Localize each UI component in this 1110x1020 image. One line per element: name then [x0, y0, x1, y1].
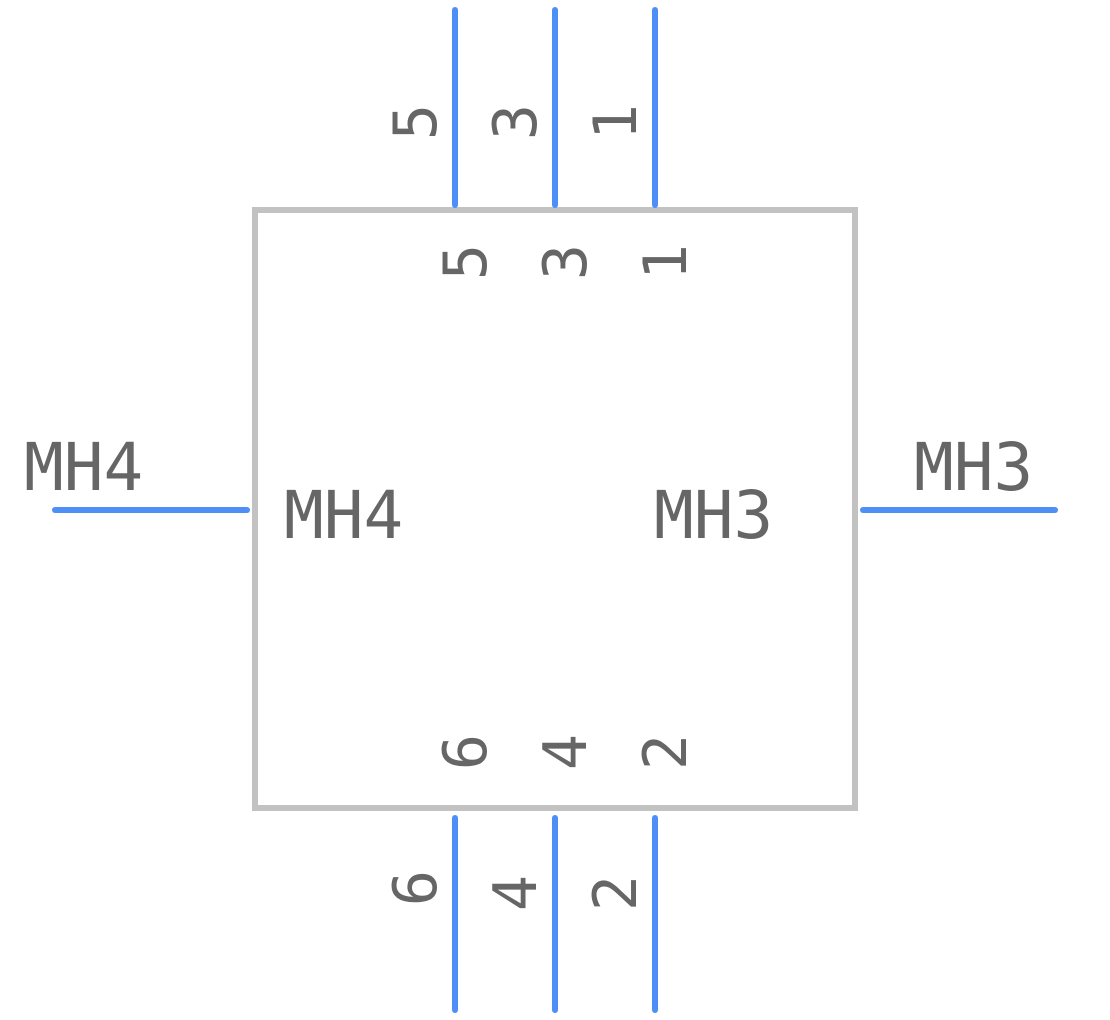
pin-3-number: 3 — [481, 104, 551, 140]
pin-5-number: 5 — [381, 104, 451, 140]
pin-6-number: 6 — [381, 870, 451, 906]
pin-2-number: 2 — [581, 875, 651, 911]
pin-2-name: 2 — [631, 734, 701, 770]
pin-1-number: 1 — [581, 104, 651, 140]
pin-3-name: 3 — [531, 244, 601, 280]
pin-mh4-number: MH4 — [24, 429, 143, 506]
pin-4-name: 4 — [531, 734, 601, 770]
pin-5-name: 5 — [431, 244, 501, 280]
pin-6-name: 6 — [431, 734, 501, 770]
pin-mh3-number: MH3 — [914, 429, 1033, 506]
pin-4-number: 4 — [481, 875, 551, 911]
pin-mh3-name: MH3 — [654, 477, 773, 554]
component-body — [252, 207, 858, 811]
pin-mh4-name: MH4 — [284, 477, 403, 554]
pin-1-name: 1 — [631, 244, 701, 280]
